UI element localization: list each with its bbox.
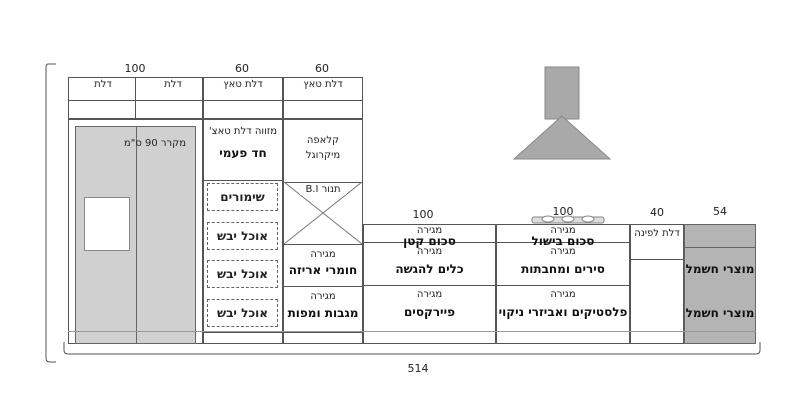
pantry-top-label: מזווה דלת טאצ' bbox=[208, 126, 278, 137]
fridge-label: מקרר 90 ס"מ bbox=[123, 138, 187, 149]
base-cabinet-c bbox=[630, 224, 684, 344]
appliance-label-1: מוצרי חשמל bbox=[685, 262, 755, 276]
range-hood-icon bbox=[512, 66, 612, 160]
oven-label: תנור B.I bbox=[300, 184, 346, 195]
cooktop-icon bbox=[531, 215, 605, 224]
pantry-shelf-1: שימורים bbox=[207, 183, 278, 211]
pantry-shelf-3: אוכל יבש bbox=[207, 260, 278, 288]
upper-cabinet-right bbox=[283, 77, 363, 119]
upper-door-2: דלת bbox=[164, 79, 182, 90]
dim-upper-left: 100 bbox=[124, 62, 146, 75]
upper-touch-door-1: דלת טאץ bbox=[223, 79, 263, 90]
pantry-shelf-2: אוכל יבש bbox=[207, 222, 278, 250]
appliance-label-2: מוצרי חשמל bbox=[685, 306, 755, 320]
oven-drawer-2-title: מגבות ומפות bbox=[287, 306, 359, 320]
col-a-drawer-2-title: כלים להגשה bbox=[395, 262, 464, 276]
microwave-label: מיקרוגל bbox=[305, 150, 341, 161]
col-b-drawer-1-title: סכום בישול bbox=[531, 234, 595, 248]
microwave-flap-label: קלאפה bbox=[306, 135, 340, 146]
col-a-drawer-2-label: מגירה bbox=[416, 246, 443, 257]
col-a-drawer-1-title: סכום קטן bbox=[403, 234, 456, 248]
left-bracket bbox=[45, 63, 56, 363]
upper-door-1: דלת bbox=[94, 79, 112, 90]
col-b-drawer-3-title: פלסטיקים ואביזרי ניקוי bbox=[498, 305, 628, 319]
upper-cabinet-left bbox=[68, 77, 203, 119]
corner-door-label: דלת לפינה bbox=[634, 228, 680, 239]
dim-counter-b: 100 bbox=[552, 205, 574, 218]
upper-touch-door-2: דלת טאץ bbox=[303, 79, 343, 90]
appliance-cabinet bbox=[684, 224, 756, 344]
dim-counter-c: 40 bbox=[650, 206, 664, 219]
col-b-drawer-2-label: מגירה bbox=[550, 246, 576, 257]
oven-drawer-2-label: מגירה bbox=[310, 291, 336, 302]
oven-column bbox=[283, 119, 363, 344]
total-bracket bbox=[63, 342, 761, 355]
base-cabinet-b bbox=[496, 224, 630, 344]
col-a-drawer-1-label: מגירה bbox=[416, 225, 443, 236]
col-b-drawer-2-title: סירים ומחבתות bbox=[521, 262, 605, 276]
fridge-water-panel bbox=[84, 197, 130, 251]
col-b-drawer-3-label: מגירה bbox=[550, 289, 576, 300]
col-a-drawer-3-label: מגירה bbox=[416, 289, 443, 300]
pantry-shelf-4: אוכל יבש bbox=[207, 299, 278, 327]
upper-cabinet-mid bbox=[203, 77, 283, 119]
dim-upper-right: 60 bbox=[315, 62, 329, 75]
oven-cross-icon bbox=[284, 182, 362, 244]
col-a-drawer-3-title: פיירקסים bbox=[403, 305, 456, 319]
dim-upper-mid: 60 bbox=[235, 62, 249, 75]
total-dimension: 514 bbox=[407, 362, 429, 375]
col-b-drawer-1-label: מגירה bbox=[550, 225, 576, 236]
oven-drawer-1-title: חומרי אריזה bbox=[288, 263, 358, 277]
pantry-top-bold: חד פעמי bbox=[219, 146, 267, 160]
dim-counter-d: 54 bbox=[713, 205, 727, 218]
dim-counter-a: 100 bbox=[412, 208, 434, 221]
plinth-line bbox=[68, 331, 756, 332]
oven-drawer-1-label: מגירה bbox=[310, 249, 336, 260]
